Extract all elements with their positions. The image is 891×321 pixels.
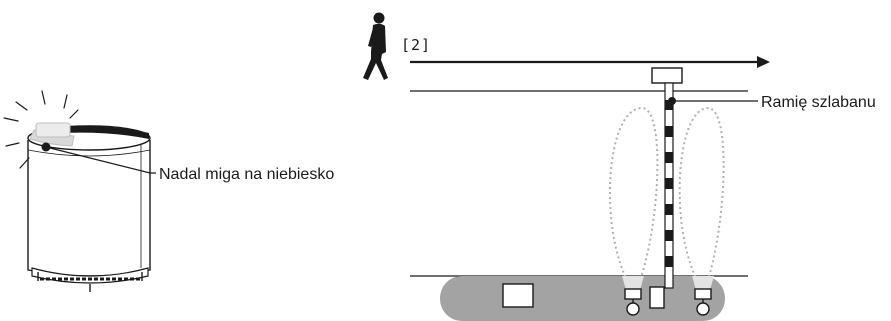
barrier-arm (664, 82, 674, 289)
step-label: [2] (401, 36, 431, 54)
cylinder-device (27, 122, 151, 292)
floor-device-box (502, 283, 534, 308)
blink-rays (3, 90, 79, 169)
barrier-arm-callout: Ramię szlabanu (668, 94, 876, 111)
camera-right (692, 276, 714, 316)
barrier-top-box (651, 67, 683, 84)
barrier-base-box (649, 286, 665, 309)
walking-person-icon (363, 12, 388, 80)
direction-arrow (410, 56, 770, 68)
blink-status-label: Nadal miga na niebiesko (159, 166, 334, 183)
blink-status-callout: Nadal miga na niebiesko (41, 142, 334, 183)
camera-left (622, 276, 644, 316)
barrier-arm-label: Ramię szlabanu (761, 94, 876, 111)
ground-strip (440, 276, 725, 321)
detection-beams (609, 106, 725, 287)
